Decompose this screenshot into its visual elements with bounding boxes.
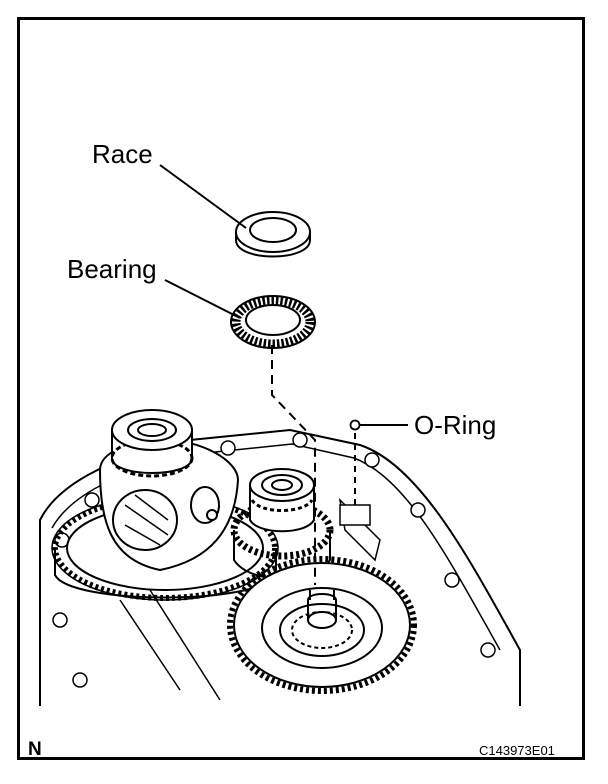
- counter-drive-gear: [227, 556, 417, 694]
- race-label: Race: [92, 139, 153, 169]
- o-ring-part: [349, 419, 361, 431]
- o-ring-label: O-Ring: [414, 410, 497, 440]
- bearing-label: Bearing: [67, 254, 157, 284]
- bearing-leader-line: [164, 279, 241, 319]
- view-code: N: [28, 739, 42, 760]
- alignment-line: [271, 345, 316, 585]
- bearing-part: [230, 295, 316, 349]
- race-leader-line: [159, 164, 247, 229]
- race-part: [235, 211, 311, 258]
- differential-side-bearing: [110, 409, 194, 478]
- figure-frame: [17, 17, 585, 760]
- counter-gear-assembly: [230, 468, 334, 580]
- figure-id: C143973E01: [479, 743, 555, 758]
